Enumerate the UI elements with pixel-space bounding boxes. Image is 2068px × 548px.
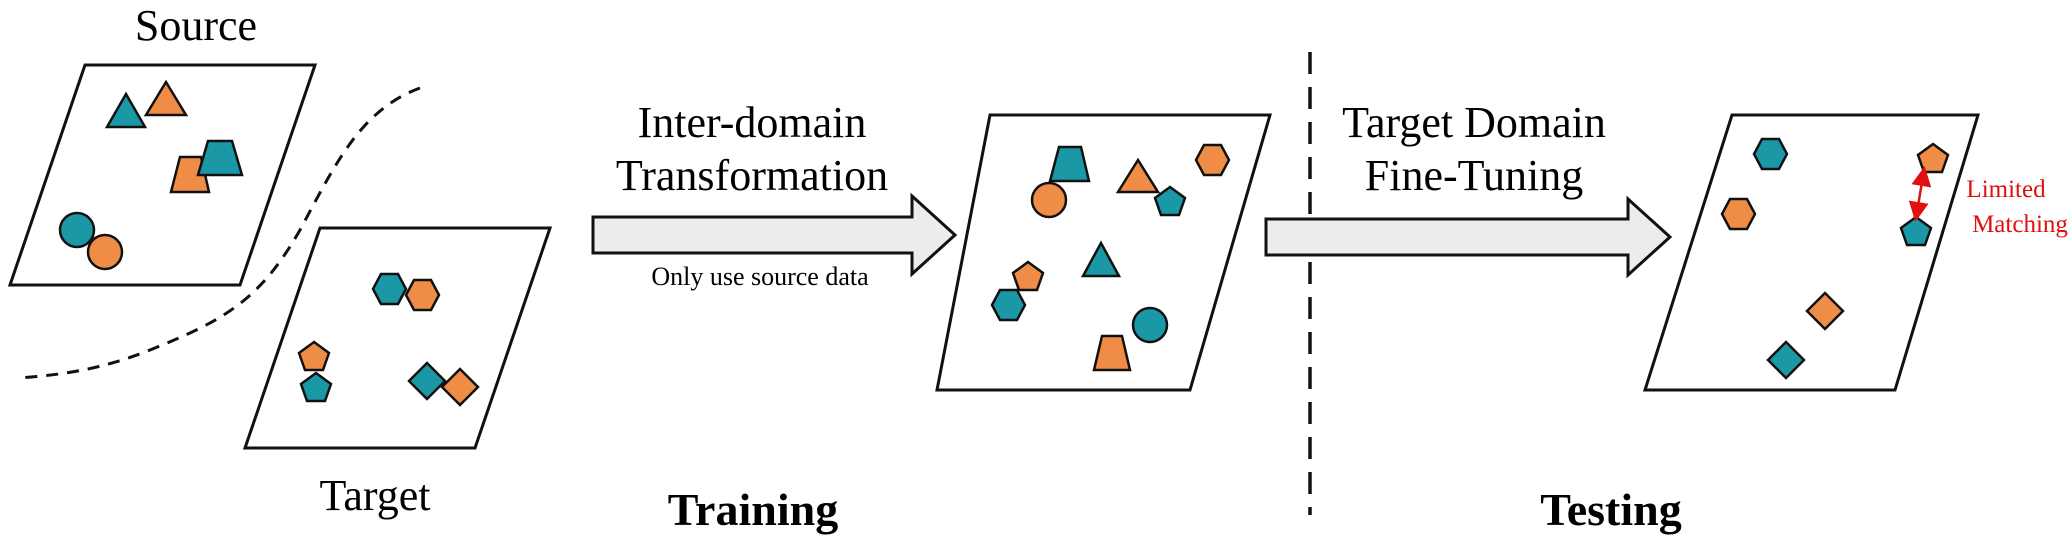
orange-hexagon <box>1194 143 1231 177</box>
teal-pentagon <box>1899 215 1933 247</box>
orange-pentagon <box>297 340 331 372</box>
teal-circle <box>58 211 96 249</box>
fine-tuning-arrow <box>1264 195 1673 279</box>
teal-diamond <box>407 361 447 401</box>
source-label: Source <box>135 1 257 50</box>
orange-circle <box>1030 181 1068 219</box>
limited-matching-line1: Limited <box>1966 176 2046 203</box>
orange-trapezoid <box>1092 334 1132 372</box>
orange-pentagon <box>1011 260 1045 292</box>
target-label: Target <box>320 471 431 520</box>
arrow1-label-line2: Transformation <box>616 151 888 200</box>
arrow2-label-line1: Target Domain <box>1342 98 1606 147</box>
orange-hexagon <box>1720 197 1757 231</box>
testing-panel <box>1642 113 1981 392</box>
training-label: Training <box>668 484 838 535</box>
orange-circle <box>86 233 124 271</box>
target-panel <box>242 226 553 450</box>
arrow1-note: Only use source data <box>651 262 869 291</box>
matching-arrow <box>1908 166 1932 222</box>
teal-circle <box>1131 306 1169 344</box>
limited-matching-line2: Matching <box>1972 211 2068 238</box>
orange-diamond <box>1805 291 1845 331</box>
teal-hexagon <box>1752 137 1789 171</box>
testing-label: Testing <box>1540 484 1681 535</box>
teal-pentagon <box>299 371 333 403</box>
orange-pentagon <box>1916 142 1950 174</box>
teal-trapezoid <box>1048 145 1091 183</box>
teal-triangle <box>104 91 148 129</box>
orange-triangle <box>143 79 189 117</box>
orange-hexagon <box>404 278 441 312</box>
transformed-panel <box>935 113 1272 392</box>
inter-domain-arrow <box>591 192 958 278</box>
teal-diamond <box>1766 340 1806 380</box>
teal-hexagon <box>990 288 1027 322</box>
teal-trapezoid <box>196 139 244 177</box>
arrow2-label-line2: Fine-Tuning <box>1365 151 1583 200</box>
teal-triangle <box>1080 240 1122 278</box>
orange-diamond <box>440 367 480 407</box>
teal-pentagon <box>1153 185 1187 217</box>
teal-hexagon <box>371 272 408 306</box>
domain-separator-curve <box>17 86 421 380</box>
source-panel <box>7 63 318 287</box>
arrow1-label-line1: Inter-domain <box>638 98 867 147</box>
orange-triangle <box>1115 157 1161 194</box>
